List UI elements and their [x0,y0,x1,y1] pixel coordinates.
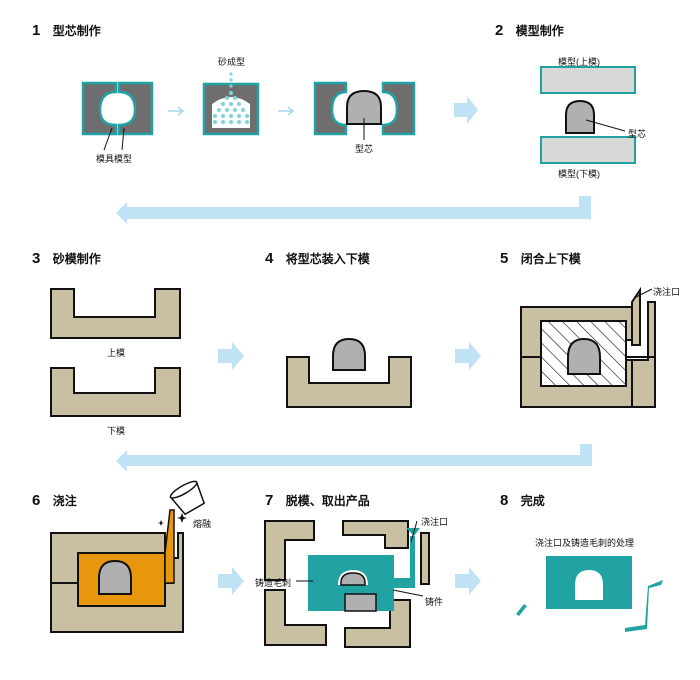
molten-label: 熔融 [193,519,212,529]
casting-label: 铸件 [425,597,444,607]
step1-core-removed [313,81,416,140]
step4-core-in-lower [286,337,412,408]
step-4-heading: 4 将型芯装入下模 [265,250,370,268]
sand-fill-label: 砂成型 [218,57,246,67]
step2-pattern [540,66,636,164]
step-number: 5 [500,250,509,267]
step-number: 7 [265,492,274,509]
burr-label: 铸造毛刺 [255,578,292,588]
step5-closed-mold [520,286,656,408]
step-title: 浇注 [52,494,77,508]
step-number: 2 [495,22,504,39]
step-number: 3 [32,250,41,267]
step-title: 砂模制作 [52,252,101,266]
step-2-heading: 2 模型制作 [495,22,564,40]
core-label: 型芯 [355,144,374,154]
step3-upper-mold [50,288,181,339]
step-number: 4 [265,250,274,267]
step-number: 6 [32,492,41,509]
step-1-heading: 1 型芯制作 [32,22,101,40]
upper-mold-label: 上模 [107,348,126,358]
step6-pouring [50,480,206,633]
step3-lower-mold [50,367,181,417]
step-3-heading: 3 砂模制作 [32,250,101,268]
step-7-heading: 7 脱模、取出产品 [265,492,370,510]
mold-pattern-label: 模具模型 [96,154,133,164]
step1-left-mold-pattern [81,81,154,151]
pattern-lower-label: 模型(下模) [558,169,600,179]
flow-arrows [116,96,592,595]
step-number: 8 [500,492,509,509]
sprue-label-5: 浇注口 [653,287,681,297]
sprue-label-7: 浇注口 [421,517,449,527]
step-number: 1 [32,22,41,39]
finish-note-label: 浇注口及铸造毛刺的处理 [535,538,635,548]
step-title: 完成 [520,494,545,508]
step-title: 模型制作 [515,24,564,38]
step-8-heading: 8 完成 [500,492,545,510]
step8-finished-casting [516,556,663,632]
step-title: 将型芯装入下模 [285,252,370,266]
step-title: 脱模、取出产品 [285,494,370,508]
step-5-heading: 5 闭合上下模 [500,250,581,268]
step1-thin-arrows [168,106,295,116]
step1-sand-filling [202,72,260,136]
step-6-heading: 6 浇注 [32,492,77,510]
lower-mold-label: 下模 [107,426,126,436]
step-title: 闭合上下模 [520,252,581,266]
step7-demolding [264,520,430,648]
pattern-upper-label: 模型(上模) [558,57,600,67]
core-label-2: 型芯 [628,129,647,139]
step-title: 型芯制作 [52,24,101,38]
